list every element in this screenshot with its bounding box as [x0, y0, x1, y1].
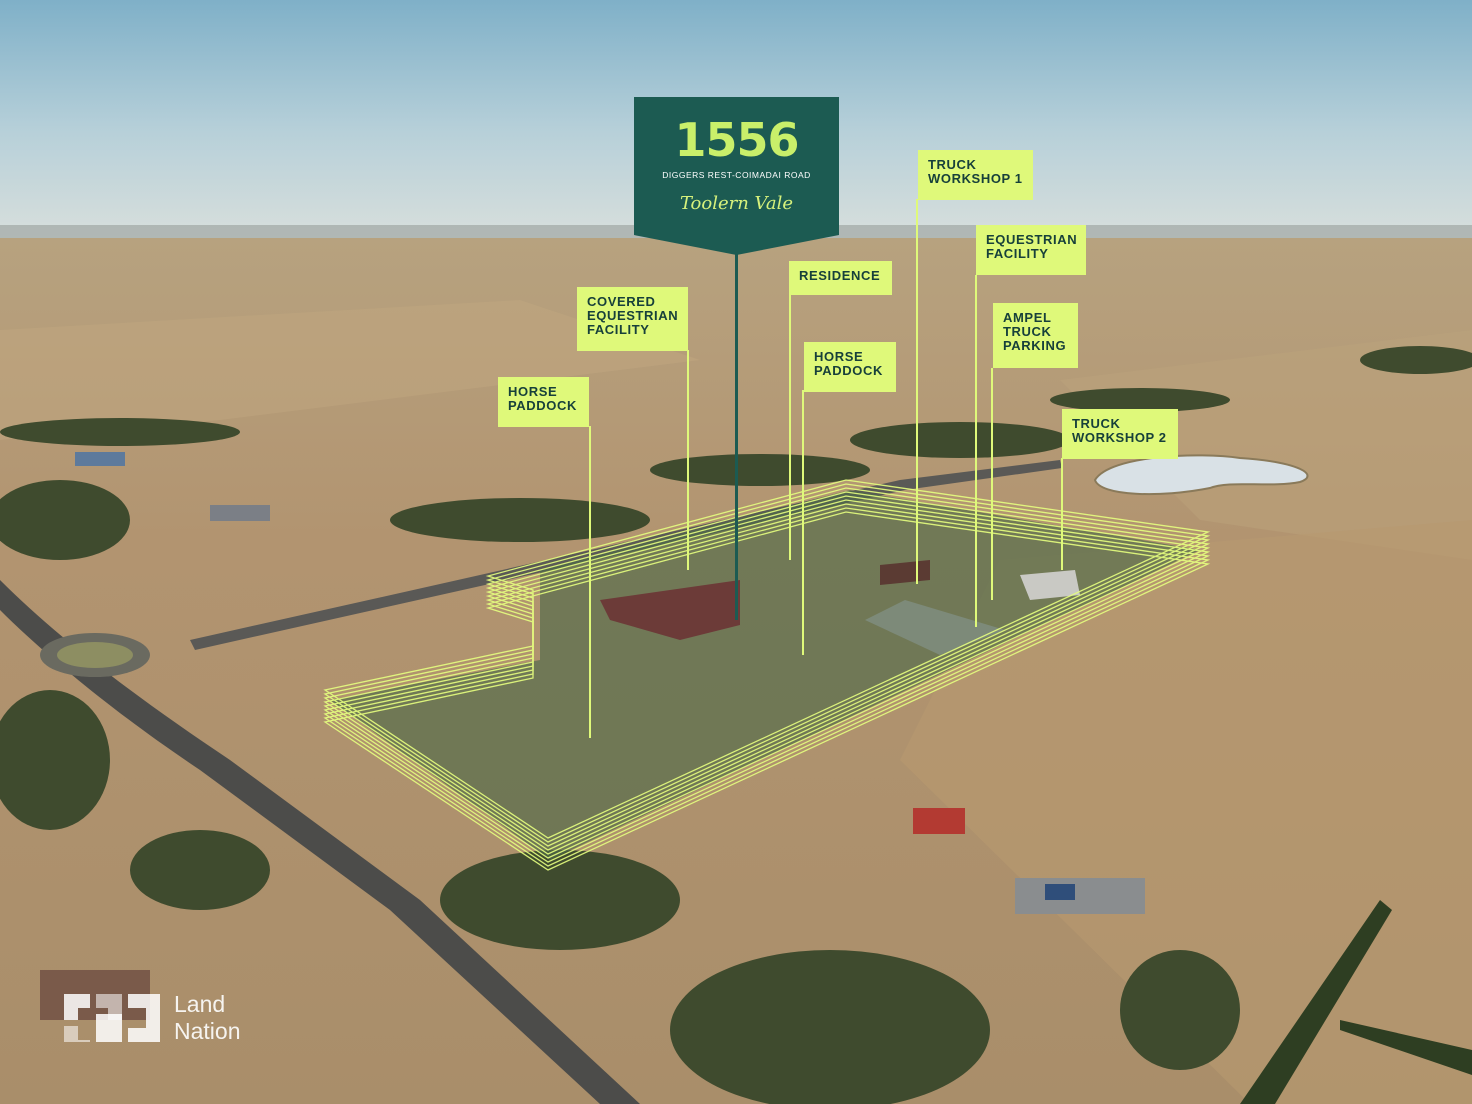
covered-equestrian-shed — [600, 580, 740, 640]
label-horse-paddock-2: HORSE PADDOCK — [804, 342, 896, 392]
equestrian-arena — [865, 600, 1005, 655]
dam — [1093, 454, 1309, 496]
label-truck-workshop-2: TRUCK WORKSHOP 2 — [1062, 409, 1178, 459]
pin-line — [789, 295, 791, 560]
label-ampel-truck-parking: AMPEL TRUCK PARKING — [993, 303, 1078, 368]
pin-line — [687, 350, 689, 570]
paddock-area — [0, 300, 700, 440]
label-horse-paddock: HORSE PADDOCK — [498, 377, 589, 427]
neighbour-house — [1015, 878, 1145, 914]
label-equestrian-facility: EQUESTRIAN FACILITY — [976, 225, 1086, 275]
highway — [0, 580, 640, 1104]
brand-pin-line — [735, 250, 738, 620]
paddock-area — [900, 520, 1472, 1104]
truck-workshop-1-building — [880, 560, 930, 585]
title-card-shape — [634, 97, 839, 255]
label-residence: RESIDENCE — [789, 261, 892, 295]
land-nation-logo-mark — [64, 994, 160, 1042]
pin-line — [975, 275, 977, 627]
tree-lines — [0, 346, 1472, 1104]
locality-name: Toolern Vale — [679, 193, 794, 214]
side-road — [190, 460, 1062, 650]
truck-workshop-2-building — [1020, 570, 1080, 600]
hedge-row — [1340, 1020, 1472, 1075]
pin-line — [991, 368, 993, 600]
pin-line — [1061, 458, 1063, 570]
label-truck-workshop-1: TRUCK WORKSHOP 1 — [918, 150, 1033, 200]
shipping-container — [913, 808, 965, 834]
pin-line — [802, 390, 804, 655]
pin-line — [916, 199, 918, 584]
neighbour-house — [75, 452, 125, 466]
road-name: DIGGERS REST-COIMADAI ROAD — [662, 170, 811, 180]
land-nation-logo: Land Nation — [60, 990, 270, 1050]
property-boundary — [323, 479, 1211, 871]
property-title-card: 1556 DIGGERS REST-COIMADAI ROAD Toolern … — [634, 97, 839, 257]
hedge-row — [1240, 900, 1392, 1104]
logo-text-land: Land — [174, 991, 226, 1017]
street-number: 1556 — [674, 113, 799, 167]
neighbour-house — [210, 505, 270, 521]
boundary-line — [323, 511, 1211, 871]
solar-panels — [1045, 884, 1075, 900]
label-covered-equestrian-facility: COVERED EQUESTRIAN FACILITY — [577, 287, 688, 351]
logo-text-nation: Nation — [174, 1018, 241, 1044]
pin-line — [589, 426, 591, 738]
property-area — [330, 490, 1200, 860]
roundabout-centre — [57, 642, 133, 668]
paddock-area — [1060, 330, 1472, 560]
